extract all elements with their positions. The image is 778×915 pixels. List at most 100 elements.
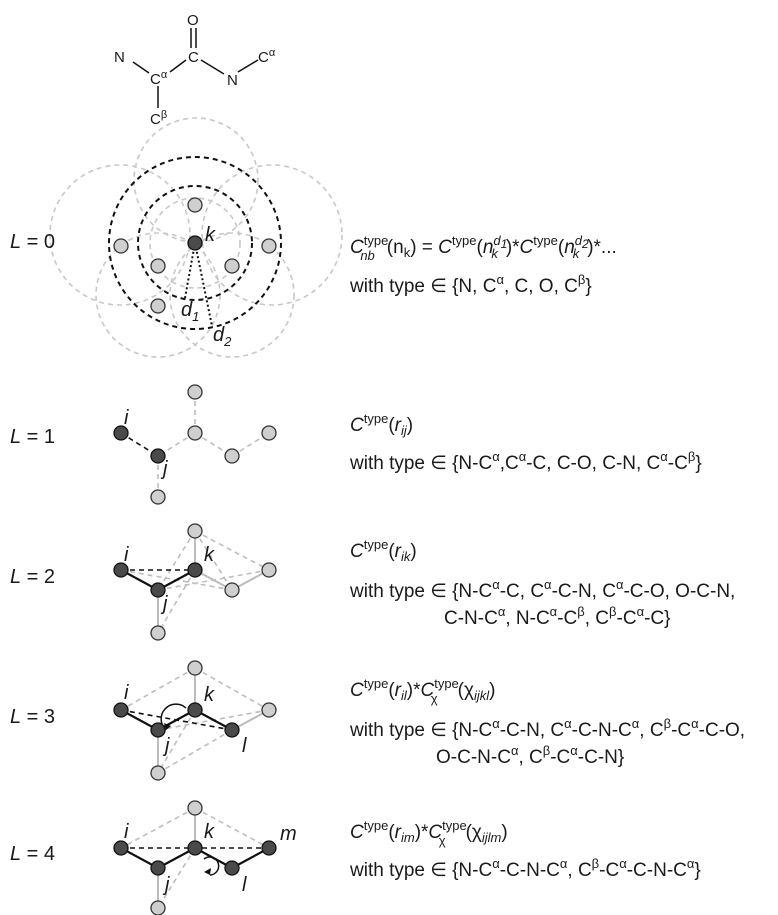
atom [224,448,240,464]
level-3-diagram: i j k l [113,660,277,781]
atom-j [150,582,166,598]
atom-label-j: j [160,593,168,615]
atom-label-i: i [124,407,129,429]
level-2-types-cont: C-N-Cα, N-Cα-Cβ, Cβ-Cα-C} [444,604,670,629]
level-1-diagram: i j [113,384,277,505]
level-4-label: L = 4 [10,843,55,865]
bond-ca-c [169,59,187,73]
bond-gray [120,807,196,849]
gray-ring-bottom-right [169,232,295,358]
atom-label-c: C [188,49,199,66]
neighbor-atom [224,258,240,274]
atom-label-l: l [242,735,247,757]
label-d2: d2 [213,324,232,349]
atom [150,489,166,505]
level-4-diagram: i j k l m [113,800,297,915]
bond-gray [194,530,233,591]
atom-label-k: k [205,224,216,246]
bond-n-ca [132,61,150,74]
neighbor-atom [150,298,166,314]
atom [224,582,240,598]
atom-label-k: k [204,544,215,566]
level-3-label: L = 3 [10,706,55,728]
atom [261,425,277,441]
atom-label-i: i [124,821,129,843]
atom [187,425,203,441]
atom-label-o: O [187,12,199,29]
level-0-diagram: k d1 d2 [49,117,343,358]
bond-c-n [200,59,225,75]
bond-gray [157,709,196,774]
atom-j [150,860,166,876]
dihedral-arrow [203,856,220,876]
atom-label-j: j [162,735,170,757]
dihedral-arrowhead [204,868,211,875]
central-atom-k [187,235,203,251]
level-1-types: with type ∈ {N-Cα,Cα-C, C-O, C-N, Cα-Cβ} [349,449,702,474]
bond-gray [157,847,196,909]
level-3-types-cont: O-C-N-Cα, Cβ-Cα-C-N} [436,743,624,768]
inner-radius-circle [137,185,253,301]
bond-gray [157,530,196,591]
atom-i [113,840,129,856]
distance-d2-line [194,242,213,327]
level-2-equation: Ctype(rik) [350,537,417,564]
neighbor-atom [187,197,203,213]
atom-i [113,562,129,578]
atom [150,900,166,915]
level-2-label: L = 2 [10,566,55,588]
neighbor-atom [113,238,129,254]
bond-n-ca2 [237,59,259,73]
level-2-diagram: i j k [113,523,277,641]
atom-i [113,425,129,441]
atom-l [224,860,240,876]
atom [187,384,203,400]
bond-gray [194,530,270,571]
level-4-types: with type ∈ {N-Cα-C-N-Cα, Cβ-Cα-C-N-Cα} [349,856,701,881]
atom-m [261,840,277,856]
atom-label-k: k [204,821,215,843]
atom-k [187,840,203,856]
atom-label-ca: Cα [150,69,168,88]
atom-label-cb: Cβ [150,109,167,128]
atom [261,562,277,578]
gray-ring-bottom-left [95,232,221,358]
neighbor-atom [261,238,277,254]
atom-label-k: k [204,684,215,706]
level-0-types: with type ∈ {N, Cα, C, O, Cβ} [349,272,592,297]
distance-d1-line [184,242,196,299]
atom-l [224,722,240,738]
outer-radius-circle [108,156,282,330]
atom-label-ca2: Cα [258,47,276,66]
level-0-label: L = 0 [10,231,55,253]
atom-label-l: l [242,874,247,896]
atom [261,702,277,718]
molecule-structure: O C N N Cα Cβ Cα [114,12,276,128]
bond-gray [157,569,196,634]
gray-ring-left [49,164,191,306]
level-2-types: with type ∈ {N-Cα-C, Cα-C-N, Cα-C-O, O-C… [349,577,735,602]
atom-k [187,702,203,718]
atom-label-n-left: N [114,49,125,66]
label-d1: d1 [181,299,199,324]
gray-ring-right [201,164,343,306]
dihedral-arrowhead [164,723,171,730]
gray-ring-top [133,117,259,243]
atom [187,660,203,676]
atom-label-n-right: N [227,72,238,89]
neighbor-atom [150,258,166,274]
atom [150,625,166,641]
atom-label-j: j [160,458,168,480]
atom [150,765,166,781]
level-1-equation: Ctype(rij) [350,411,413,438]
atom-label-m: m [280,823,297,845]
bond-gray [120,667,196,711]
level-1-label: L = 1 [10,426,55,448]
atom [187,523,203,539]
atom-label-j: j [162,874,170,896]
atom-label-i: i [124,544,129,566]
